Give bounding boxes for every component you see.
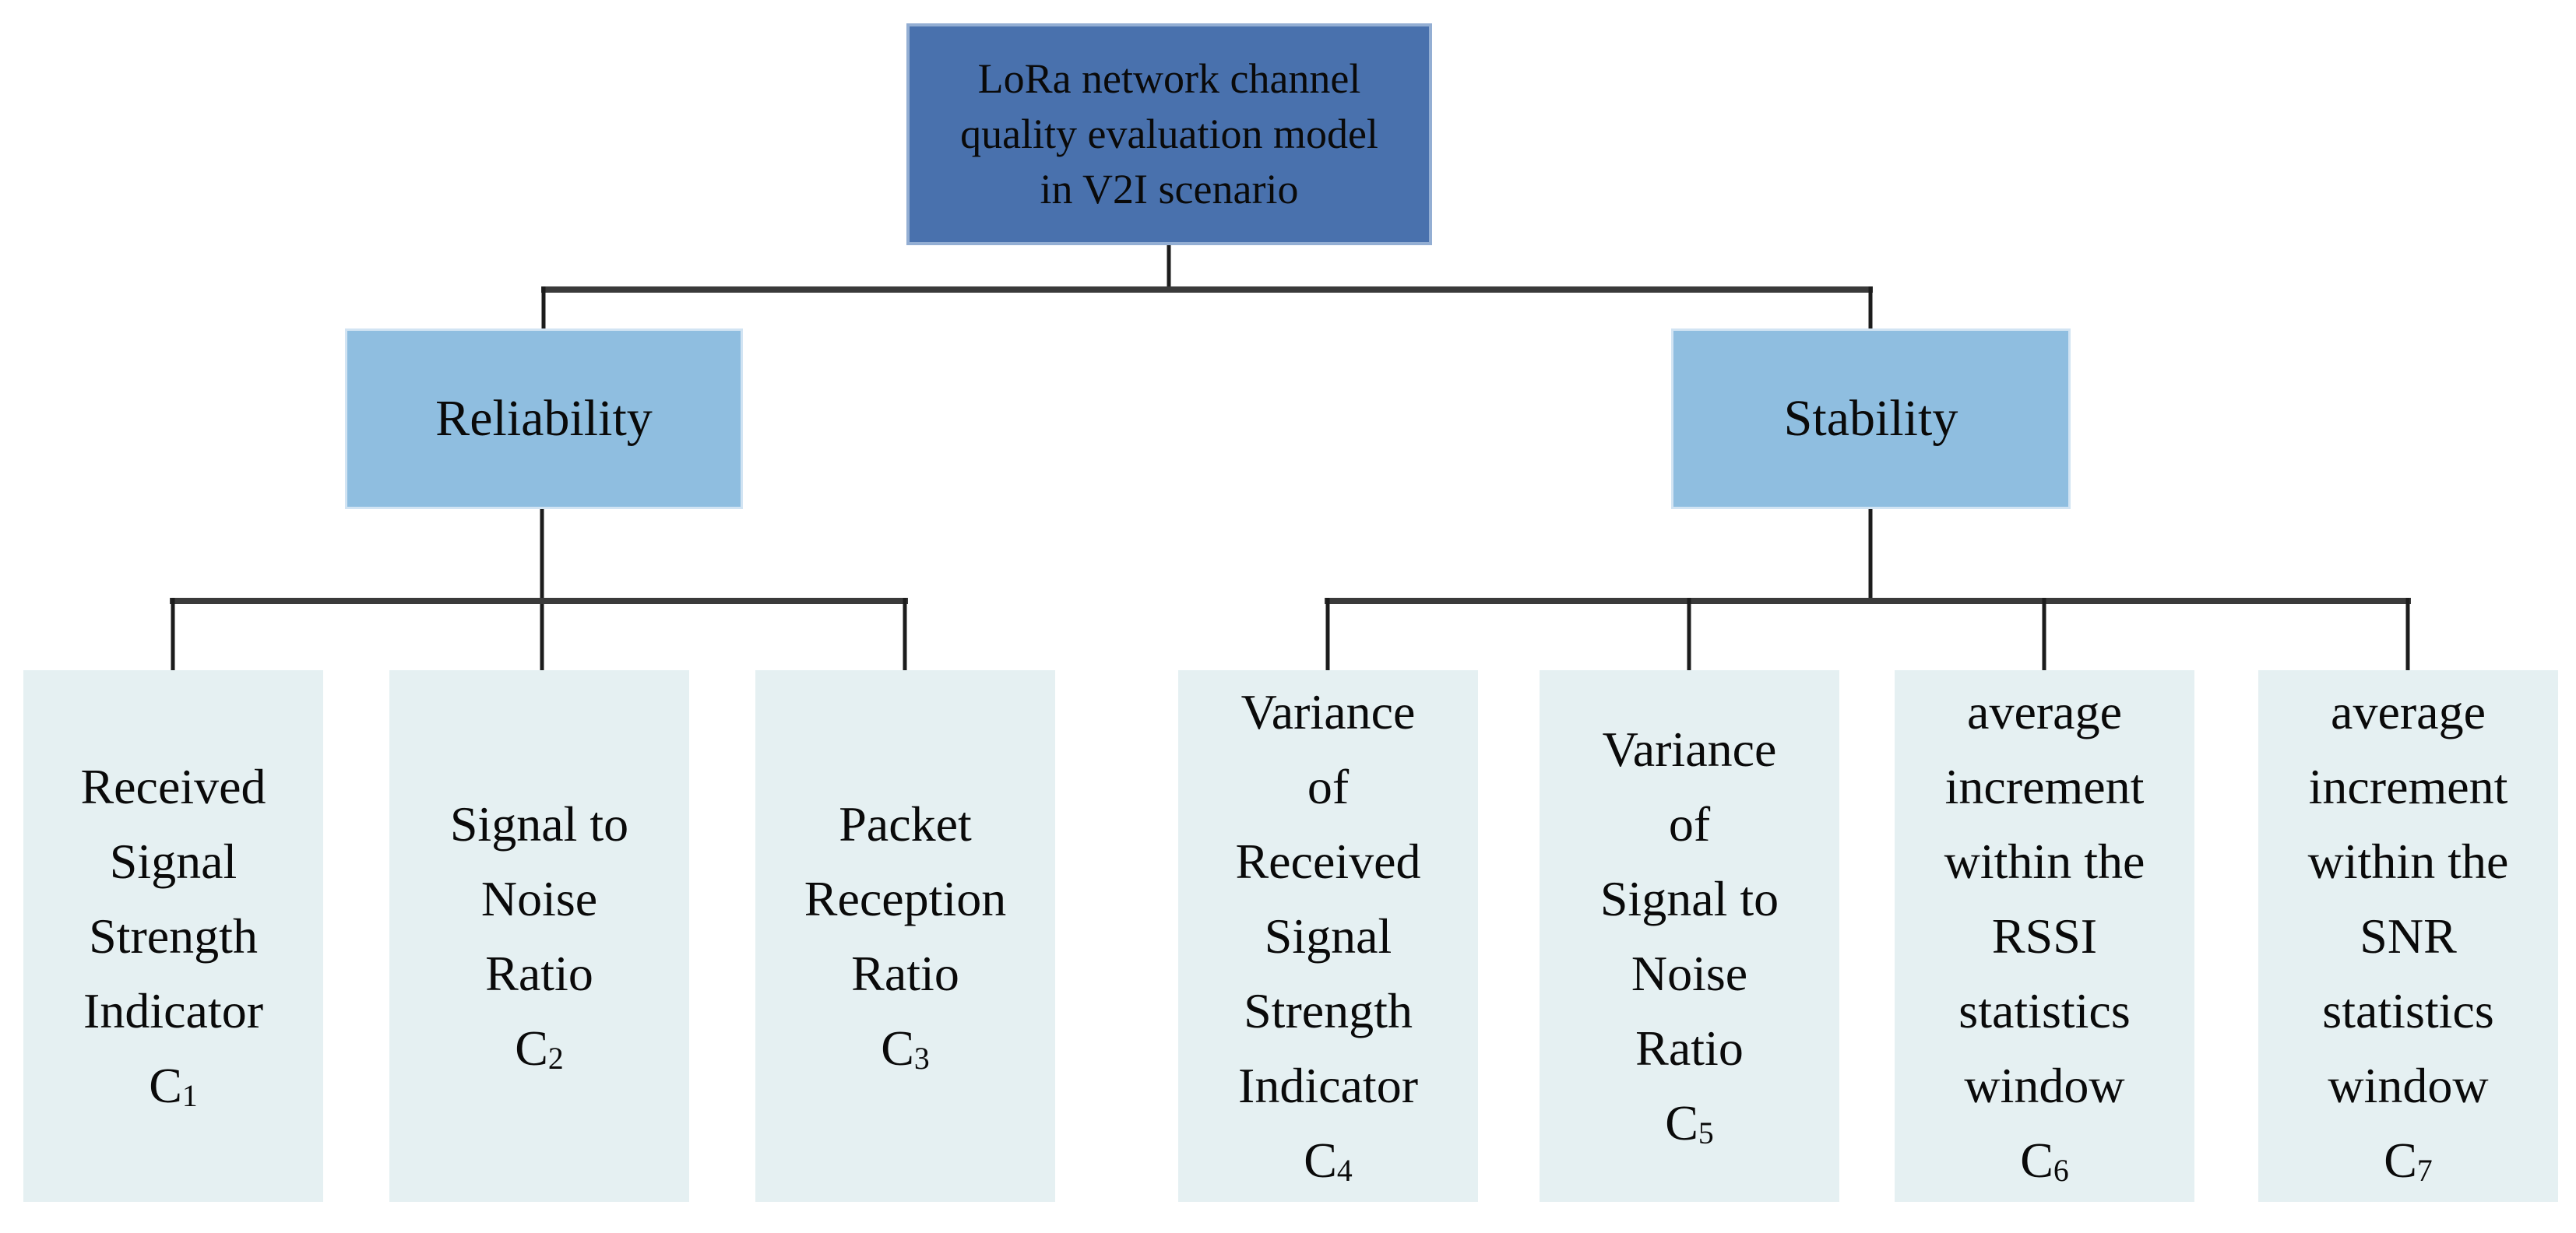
leaf-node-c1: Received Signal Strength Indicator C1 bbox=[23, 670, 323, 1202]
leaf-label: Signal to Noise Ratio bbox=[449, 796, 629, 1001]
criterion-code: C5 bbox=[1665, 1094, 1714, 1151]
branch-node-reliability: Reliability bbox=[345, 328, 743, 509]
leaf-node-c2: Signal to Noise Ratio C2 bbox=[389, 670, 689, 1202]
branch-label: Stability bbox=[1783, 390, 1958, 447]
leaf-node-c4: Variance of Received Signal Strength Ind… bbox=[1178, 670, 1478, 1202]
leaf-label: Received Signal Strength Indicator bbox=[80, 758, 266, 1038]
criterion-code: C6 bbox=[2020, 1132, 2069, 1189]
criterion-code: C2 bbox=[515, 1020, 564, 1077]
leaf-node-c6: average increment within the RSSI statis… bbox=[1895, 670, 2194, 1202]
leaf-node-c3: Packet Reception Ratio C3 bbox=[755, 670, 1055, 1202]
criterion-code: C7 bbox=[2384, 1132, 2433, 1189]
criterion-code: C3 bbox=[881, 1020, 930, 1077]
leaf-label: Variance of Signal to Noise Ratio bbox=[1599, 721, 1779, 1076]
root-node: LoRa network channel quality evaluation … bbox=[906, 23, 1432, 245]
leaf-label: average increment within the SNR statist… bbox=[2307, 683, 2509, 1113]
root-label: LoRa network channel quality evaluation … bbox=[960, 54, 1378, 213]
branch-node-stability: Stability bbox=[1671, 328, 2071, 509]
leaf-label: average increment within the RSSI statis… bbox=[1944, 683, 2145, 1113]
criterion-code: C1 bbox=[149, 1057, 198, 1114]
leaf-node-c7: average increment within the SNR statist… bbox=[2258, 670, 2558, 1202]
leaf-label: Variance of Received Signal Strength Ind… bbox=[1235, 683, 1421, 1113]
leaf-node-c5: Variance of Signal to Noise Ratio C5 bbox=[1540, 670, 1839, 1202]
criterion-code: C4 bbox=[1304, 1132, 1353, 1189]
branch-label: Reliability bbox=[435, 390, 653, 447]
leaf-label: Packet Reception Ratio bbox=[804, 796, 1007, 1001]
